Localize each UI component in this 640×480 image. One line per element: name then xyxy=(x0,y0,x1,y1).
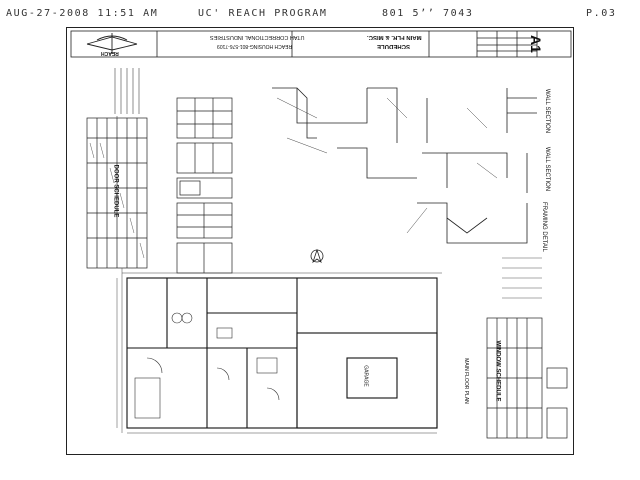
sheet-number: A1 xyxy=(527,35,544,53)
fax-header: AUG-27-2008 11:51 AM UC' REACH PROGRAM 8… xyxy=(0,0,640,24)
door-schedule-label: DOOR SCHEDULE xyxy=(112,164,119,218)
framing-detail-label: FRAMING DETAIL xyxy=(540,202,547,252)
wall-section-label-2: WALL SECTION xyxy=(544,146,551,192)
sheet-title-main: MAIN FLR. & MISC. xyxy=(367,34,422,40)
wall-sections xyxy=(272,87,537,244)
reach-logo-icon xyxy=(86,33,138,54)
window-elevations xyxy=(176,97,233,274)
main-floor-plan-label: MAIN FLOOR PLAN xyxy=(462,358,469,404)
blueprint-drawing xyxy=(70,30,572,439)
company-phone: REACH HOUSING-801-576-7109 xyxy=(217,43,293,49)
logo-text: REACH xyxy=(101,50,119,56)
fax-page-number: P.03 xyxy=(586,8,617,19)
window-schedule-label: WINDOW SCHEDULE xyxy=(494,340,501,402)
wall-section-label-1: WALL SECTION xyxy=(544,88,551,134)
main-floor-plan xyxy=(126,277,438,429)
window-schedule-table xyxy=(486,317,568,439)
door-schedule-table xyxy=(86,117,148,269)
fax-phone: 801 5ʼʼ 7043 xyxy=(382,8,474,19)
fax-sender: UC' REACH PROGRAM xyxy=(198,8,328,19)
company-name: UTAH CORRECTIONAL INDUSTRIES xyxy=(210,34,305,40)
sheet-title-schedule: SCHEDULE xyxy=(377,43,411,49)
blueprint-sheet: A1 MAIN FLR. & MISC. SCHEDULE UTAH CORRE… xyxy=(66,27,574,455)
north-arrow-icon xyxy=(310,248,324,264)
fax-date-time: AUG-27-2008 11:51 AM xyxy=(6,8,159,19)
garage-label: GARAGE xyxy=(362,365,369,387)
